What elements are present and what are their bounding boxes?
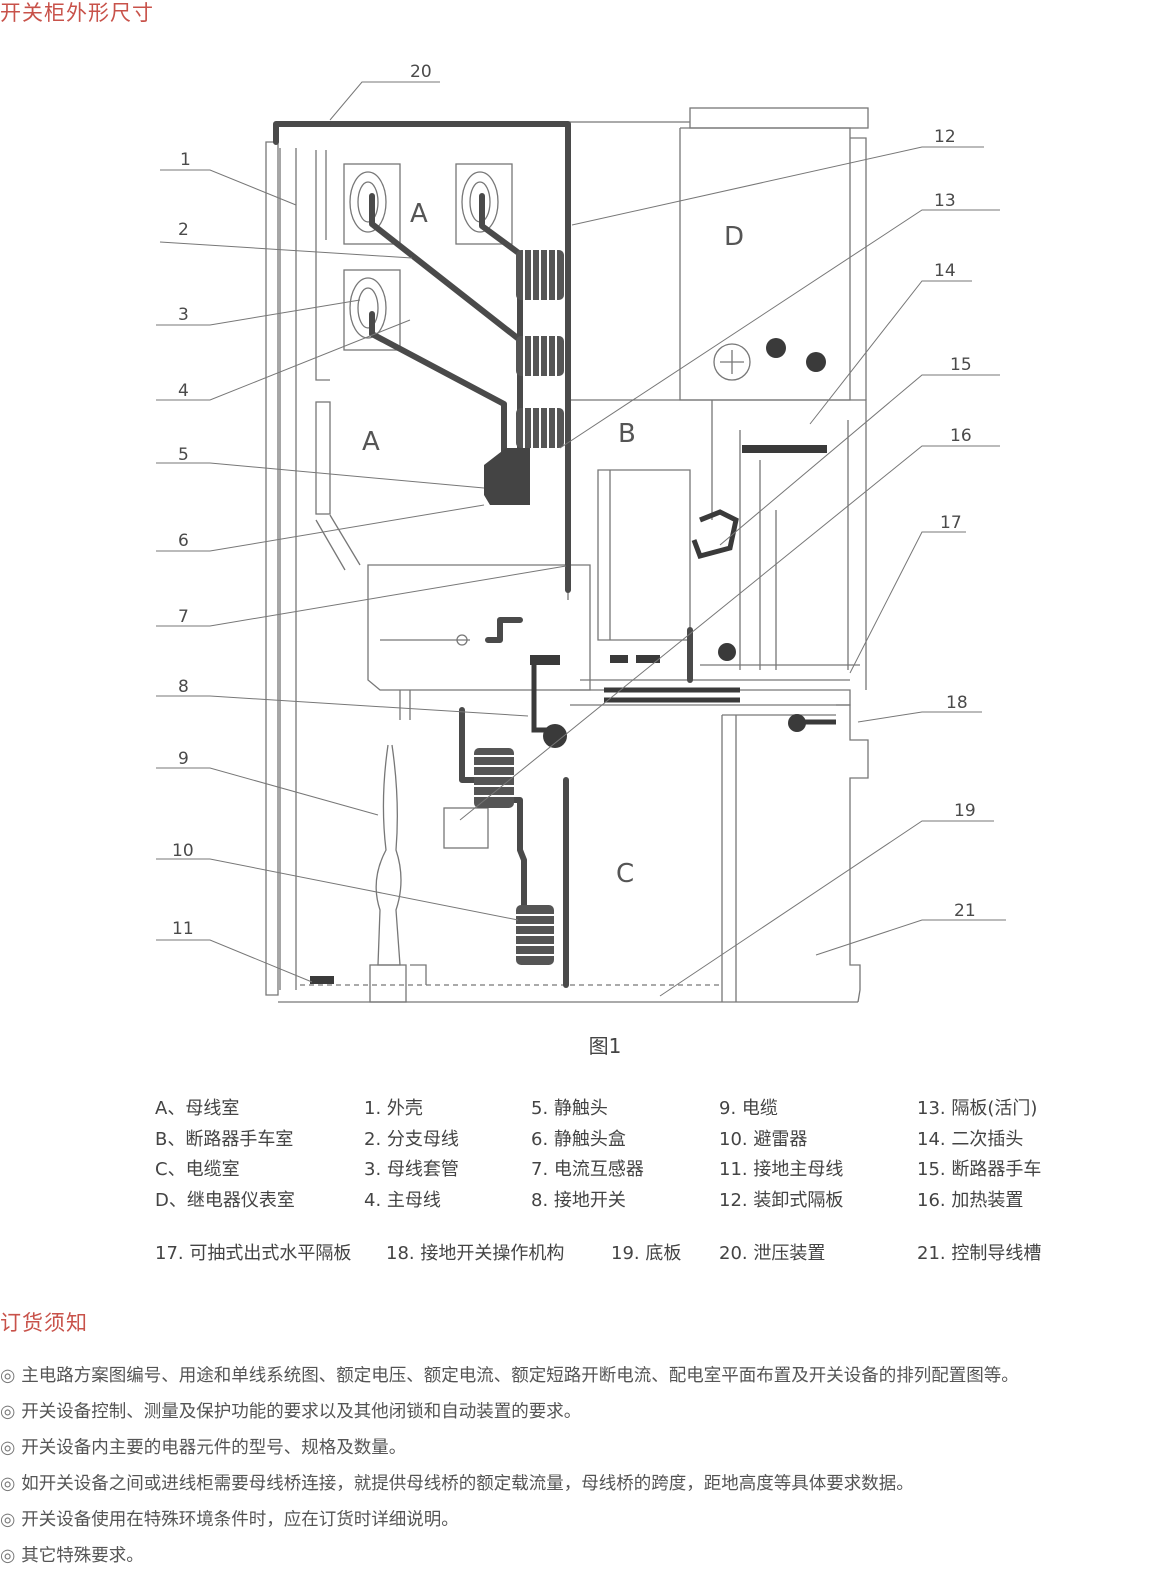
callout-7: 7 [178, 607, 189, 627]
legend-item: 14. 二次插头 [917, 1129, 1024, 1150]
zone-label-d: D [724, 222, 744, 252]
zone-label-c: C [616, 859, 634, 889]
callout-10: 10 [172, 841, 194, 861]
legend-item: 6. 静触头盒 [531, 1129, 626, 1150]
list-item: ◎开关设备控制、测量及保护功能的要求以及其他闭锁和自动装置的要求。 [0, 1402, 582, 1422]
legend-item: 2. 分支母线 [364, 1129, 459, 1150]
list-item: ◎开关设备内主要的电器元件的型号、规格及数量。 [0, 1438, 407, 1458]
switchgear-cross-section-diagram: 1 2 3 4 5 6 7 8 9 10 11 12 13 14 15 16 1… [156, 62, 1006, 1003]
section-title-dimensions: 开关柜外形尺寸 [0, 1, 154, 25]
list-item: ◎主电路方案图编号、用途和单线系统图、额定电压、额定电流、额定短路开断电流、配电… [0, 1366, 1019, 1386]
legend-item: 10. 避雷器 [719, 1129, 808, 1150]
callout-18: 18 [946, 693, 968, 713]
list-item: ◎如开关设备之间或进线柜需要母线桥连接，就提供母线桥的额定载流量，母线桥的跨度，… [0, 1474, 914, 1494]
callout-8: 8 [178, 677, 189, 697]
callout-4: 4 [178, 381, 189, 401]
callout-21: 21 [954, 901, 976, 921]
callout-3: 3 [178, 305, 189, 325]
ordering-notes-list: ◎主电路方案图编号、用途和单线系统图、额定电压、额定电流、额定短路开断电流、配电… [0, 1362, 1153, 1578]
callout-19: 19 [954, 801, 976, 821]
legend-item: B、断路器手车室 [155, 1129, 294, 1150]
zone-label-a-lower: A [362, 427, 380, 457]
legend-item: 16. 加热装置 [917, 1190, 1024, 1211]
callout-12: 12 [934, 127, 956, 147]
legend-item: 11. 接地主母线 [719, 1159, 844, 1180]
legend-item: 17. 可抽式出式水平隔板 [155, 1243, 352, 1264]
legend-item: D、继电器仪表室 [155, 1190, 295, 1211]
list-item: ◎其它特殊要求。 [0, 1546, 144, 1566]
legend-item: 1. 外壳 [364, 1098, 423, 1119]
legend-item: 9. 电缆 [719, 1098, 778, 1119]
legend-item: 8. 接地开关 [531, 1190, 626, 1211]
legend-item: 21. 控制导线槽 [917, 1243, 1042, 1264]
callout-20: 20 [410, 62, 432, 82]
callout-9: 9 [178, 749, 189, 769]
legend-item: A、母线室 [155, 1098, 240, 1119]
legend-item: 12. 装卸式隔板 [719, 1190, 844, 1211]
callout-5: 5 [178, 445, 189, 465]
legend-item: 3. 母线套管 [364, 1159, 459, 1180]
callout-11: 11 [172, 919, 194, 939]
legend-item: C、电缆室 [155, 1159, 240, 1180]
callout-2: 2 [178, 220, 189, 240]
legend-item: 4. 主母线 [364, 1190, 441, 1211]
legend-item: 7. 电流互感器 [531, 1159, 644, 1180]
legend-item: 20. 泄压装置 [719, 1243, 826, 1264]
callout-17: 17 [940, 513, 962, 533]
legend-item: 19. 底板 [611, 1243, 682, 1264]
callout-6: 6 [178, 531, 189, 551]
legend-item: 13. 隔板(活门) [917, 1098, 1038, 1119]
legend-item: 18. 接地开关操作机构 [386, 1243, 565, 1264]
section-title-ordering-notes: 订货须知 [0, 1311, 88, 1335]
callout-16: 16 [950, 426, 972, 446]
list-item: ◎开关设备使用在特殊环境条件时，应在订货时详细说明。 [0, 1510, 459, 1530]
callout-15: 15 [950, 355, 972, 375]
callout-1: 1 [180, 150, 191, 170]
zone-label-a-upper: A [410, 199, 428, 229]
zone-label-b: B [618, 419, 636, 449]
callout-13: 13 [934, 191, 956, 211]
callout-14: 14 [934, 261, 956, 281]
legend-item: 15. 断路器手车 [917, 1159, 1042, 1180]
figure-caption: 图1 [588, 1034, 622, 1058]
legend-item: 5. 静触头 [531, 1098, 608, 1119]
